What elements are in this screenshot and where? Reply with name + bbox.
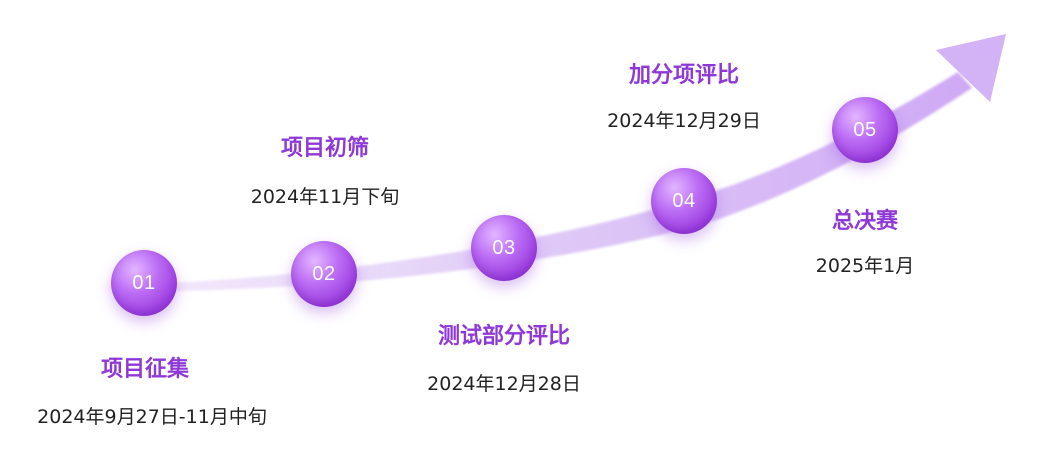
stage-date-02: 2024年11月下旬 xyxy=(250,186,400,208)
stage-date-03: 2024年12月28日 xyxy=(427,373,581,395)
stage-date-05: 2025年1月 xyxy=(815,255,915,277)
stage-date-04: 2024年12月29日 xyxy=(607,110,761,132)
stage-title-05: 总决赛 xyxy=(831,209,899,234)
stage-node-01: 01 xyxy=(111,250,177,316)
stage-node-03: 03 xyxy=(471,215,537,281)
arrow-head xyxy=(936,34,1006,102)
stage-date-01: 2024年9月27日-11月中旬 xyxy=(37,406,267,428)
stage-node-04: 04 xyxy=(651,168,717,234)
stage-title-03: 测试部分评比 xyxy=(437,324,571,349)
stage-node-02: 02 xyxy=(291,241,357,307)
stage-title-01: 项目征集 xyxy=(100,357,190,382)
stage-title-02: 项目初筛 xyxy=(280,136,370,161)
stage-node-05: 05 xyxy=(832,97,898,163)
stage-title-04: 加分项评比 xyxy=(628,63,740,88)
